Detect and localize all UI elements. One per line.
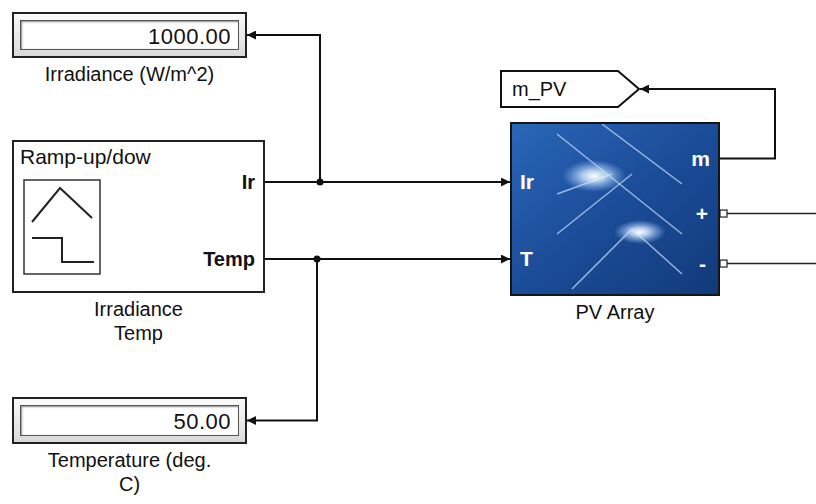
block-label: Temperature (deg. C) <box>45 448 215 496</box>
goto-tag-frame: m_PV <box>500 70 640 108</box>
port-label: T <box>520 247 533 270</box>
port-label: Ir <box>242 171 255 193</box>
terminal <box>720 260 727 267</box>
display-block: 1000.00Irradiance (W/m^2) <box>12 12 247 86</box>
display-value: 50.00 <box>173 410 231 434</box>
pv-array-block-frame: IrTm + - <box>510 122 720 296</box>
light-flare <box>562 160 626 192</box>
signal-block-frame: Ramp-up/dowIrTemp <box>12 140 265 293</box>
terminal <box>720 210 727 217</box>
output-wire <box>726 213 816 215</box>
port-label: Temp <box>203 248 255 270</box>
pv-illustration <box>512 124 718 294</box>
display-block-frame: 50.00 <box>12 397 247 444</box>
output-wire <box>726 263 816 265</box>
junction-dot <box>317 179 324 186</box>
port-label: - <box>699 252 706 275</box>
display-block: 50.00Temperature (deg. C) <box>12 397 247 496</box>
port-label: + <box>696 202 708 225</box>
display-block-frame: 1000.00 <box>12 12 247 58</box>
light-streak <box>557 134 682 234</box>
block-label: Irradiance Temp <box>69 297 209 345</box>
port-label: m <box>691 147 710 170</box>
tag-label: m_PV <box>512 78 566 100</box>
pv-array-block: IrTm + - PV Array <box>510 122 720 324</box>
ramp-trace <box>32 188 92 222</box>
icon-border <box>24 180 100 274</box>
ramp-icon <box>22 178 112 278</box>
block-title: Ramp-up/dow <box>20 145 151 168</box>
goto-shape <box>501 71 639 107</box>
goto-tag: m_PV <box>500 70 640 108</box>
port-label: Ir <box>520 170 534 193</box>
signal-block: Ramp-up/dowIrTempIrradiance Temp <box>12 140 265 345</box>
display-value: 1000.00 <box>148 25 231 49</box>
light-flare <box>614 220 666 244</box>
junction-dot <box>314 256 321 263</box>
panel-background <box>512 124 718 294</box>
block-label: PV Array <box>525 300 705 324</box>
step-trace <box>32 238 94 262</box>
block-label: Irradiance (W/m^2) <box>45 62 215 86</box>
